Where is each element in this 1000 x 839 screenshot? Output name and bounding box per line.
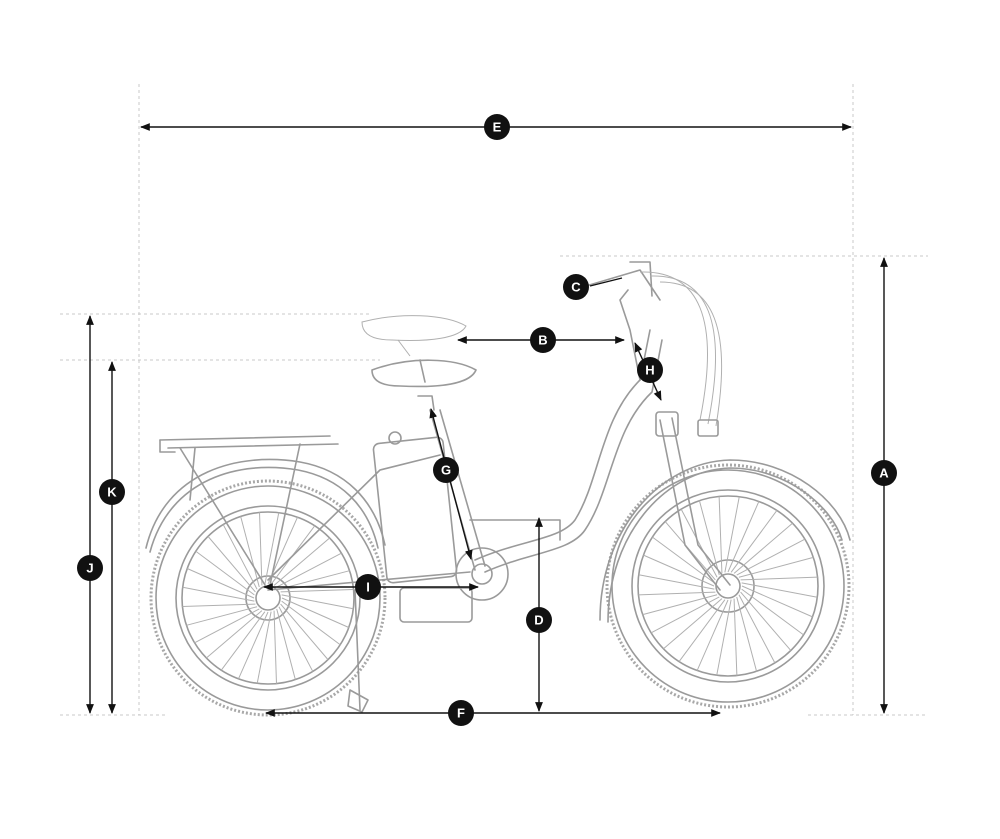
- badge-g: G: [433, 457, 459, 483]
- badge-e-label: E: [493, 120, 502, 135]
- badge-j-label: J: [86, 561, 93, 576]
- guide-lines: [60, 84, 928, 716]
- badge-c-label: C: [571, 280, 581, 295]
- badge-b-label: B: [538, 333, 547, 348]
- badge-i-label: I: [366, 580, 370, 595]
- badge-a-label: A: [879, 466, 889, 481]
- bike-illustration: [145, 261, 851, 717]
- badge-j: J: [77, 555, 103, 581]
- dimension-line-c: [589, 277, 623, 287]
- badge-f: F: [448, 700, 474, 726]
- badge-i: I: [355, 574, 381, 600]
- badge-e: E: [484, 114, 510, 140]
- badge-k-label: K: [107, 485, 117, 500]
- rear-wheel: [149, 479, 387, 717]
- badge-f-label: F: [457, 706, 465, 721]
- dimension-line-g: [429, 408, 473, 560]
- badge-d: D: [526, 607, 552, 633]
- badge-a: A: [871, 460, 897, 486]
- badge-d-label: D: [534, 613, 543, 628]
- dimension-lines: [86, 123, 888, 717]
- front-wheel: [605, 463, 851, 709]
- badge-b: B: [530, 327, 556, 353]
- dimension-badges: E A C B H G K J I D F: [77, 114, 897, 726]
- badge-h: H: [637, 357, 663, 383]
- badge-c: C: [563, 274, 589, 300]
- badge-g-label: G: [441, 463, 451, 478]
- badge-k: K: [99, 479, 125, 505]
- badge-h-label: H: [645, 363, 654, 378]
